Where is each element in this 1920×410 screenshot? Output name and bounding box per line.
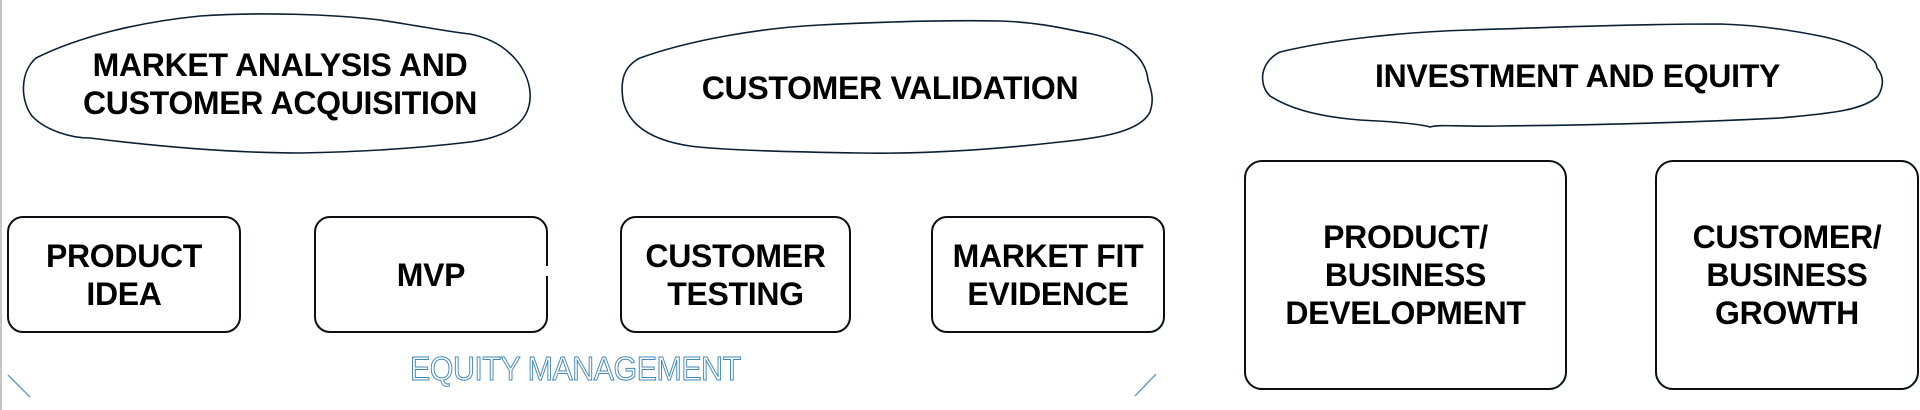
canvas-left-border bbox=[0, 0, 2, 410]
stage-box-market-fit-evidence[interactable]: MARKET FIT EVIDENCE bbox=[931, 216, 1165, 333]
phase-ellipse-investment-equity bbox=[1261, 23, 1884, 128]
stage-box-product-business-development[interactable]: PRODUCT/ BUSINESS DEVELOPMENT bbox=[1244, 160, 1567, 390]
phase-ellipse-market-analysis bbox=[22, 13, 531, 154]
border-gap bbox=[545, 266, 549, 276]
span-bracket-right-tick bbox=[1134, 373, 1157, 397]
stage-label: CUSTOMER TESTING bbox=[645, 237, 826, 312]
stage-label: PRODUCT IDEA bbox=[45, 237, 203, 312]
phase-title-customer-validation: CUSTOMER VALIDATION bbox=[701, 70, 1079, 106]
stage-label: MVP bbox=[396, 256, 466, 293]
stage-label: MARKET FIT EVIDENCE bbox=[952, 237, 1144, 312]
stage-box-mvp[interactable]: MVP bbox=[314, 216, 548, 333]
stage-label: CUSTOMER/ BUSINESS GROWTH bbox=[1692, 219, 1882, 331]
phase-ellipse-customer-validation bbox=[621, 19, 1153, 154]
phase-title-market-analysis: MARKET ANALYSIS AND CUSTOMER ACQUISITION bbox=[82, 47, 478, 121]
stage-label: PRODUCT/ BUSINESS DEVELOPMENT bbox=[1285, 219, 1526, 331]
phase-title-investment-equity: INVESTMENT AND EQUITY bbox=[1375, 58, 1780, 94]
stage-box-customer-testing[interactable]: CUSTOMER TESTING bbox=[620, 216, 851, 333]
stage-box-customer-business-growth[interactable]: CUSTOMER/ BUSINESS GROWTH bbox=[1655, 160, 1919, 390]
stage-box-product-idea[interactable]: PRODUCT IDEA bbox=[7, 216, 241, 333]
span-label-equity-management: EQUITY MANAGEMENT bbox=[410, 350, 742, 388]
span-bracket-left-tick bbox=[7, 374, 31, 398]
